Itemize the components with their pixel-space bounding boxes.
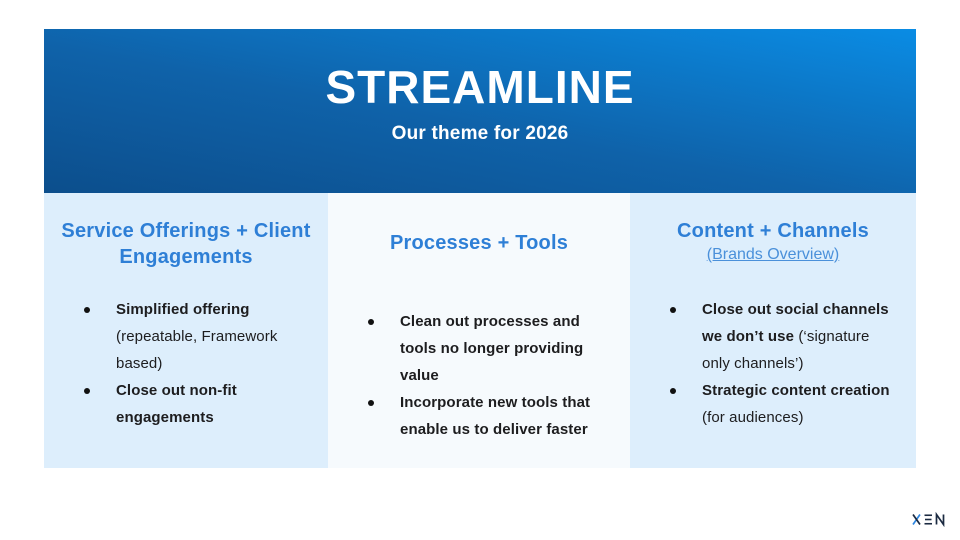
column-heading: Service Offerings + Client Engagements (61, 220, 311, 268)
bullet-icon (368, 308, 400, 389)
bullet-emphasis: Strategic content creation (702, 382, 890, 399)
bullet-list: Simplified offering (repeatable, Framewo… (44, 296, 328, 431)
column-heading-area: Processes + Tools (328, 230, 630, 308)
bullet-text: Clean out processes and tools no longer … (400, 308, 612, 389)
list-item: Strategic content creation (for audience… (670, 377, 916, 431)
column-processes-tools: Processes + Tools Clean out processes an… (328, 193, 630, 468)
bullet-emphasis: Clean out processes and tools no longer … (400, 313, 584, 384)
bullet-icon (670, 377, 702, 431)
bullet-detail: (repeatable, Framework based) (116, 328, 278, 372)
brands-overview-link[interactable]: (Brands Overview) (706, 246, 840, 263)
list-item: Close out non-fit engagements (84, 377, 328, 431)
column-heading: Processes + Tools (389, 232, 569, 254)
list-item: Close out social channels we don’t use (… (670, 296, 916, 377)
column-heading: Content + Channels (677, 220, 869, 242)
bullet-emphasis: Incorporate new tools that enable us to … (400, 394, 591, 438)
slide-title: STREAMLINE (325, 60, 635, 113)
slide-subtitle: Our theme for 2026 (391, 123, 569, 145)
bullet-text: Simplified offering (repeatable, Framewo… (116, 296, 314, 377)
bullet-text: Close out social channels we don’t use (… (702, 296, 904, 377)
bullet-text: Close out non-fit engagements (116, 377, 314, 431)
bullet-emphasis: Close out social channels we don’t use (702, 301, 889, 345)
bullet-list: Clean out processes and tools no longer … (328, 308, 630, 443)
list-item: Incorporate new tools that enable us to … (368, 389, 630, 443)
xen-logo (912, 512, 945, 527)
bullet-list: Close out social channels we don’t use (… (630, 296, 916, 431)
column-content-channels: Content + Channels (Brands Overview) Clo… (630, 193, 916, 468)
bullet-icon (84, 377, 116, 431)
bullet-icon (670, 296, 702, 377)
bullet-emphasis: Close out non-fit engagements (116, 382, 237, 426)
bullet-detail: (for audiences) (702, 409, 804, 426)
columns-row: Service Offerings + Client Engagements S… (44, 193, 916, 468)
bullet-emphasis: Simplified offering (116, 301, 250, 318)
bullet-icon (84, 296, 116, 377)
list-item: Clean out processes and tools no longer … (368, 308, 630, 389)
column-heading-area: Content + Channels (Brands Overview) (630, 218, 916, 296)
bullet-detail: (‘signature only channels’) (702, 328, 870, 372)
list-item: Simplified offering (repeatable, Framewo… (84, 296, 328, 377)
column-heading-area: Service Offerings + Client Engagements (44, 218, 328, 296)
bullet-text: Strategic content creation (for audience… (702, 377, 904, 431)
header-banner: STREAMLINE Our theme for 2026 (44, 29, 916, 193)
bullet-icon (368, 389, 400, 443)
column-service-offerings: Service Offerings + Client Engagements S… (44, 193, 328, 468)
bullet-text: Incorporate new tools that enable us to … (400, 389, 612, 443)
